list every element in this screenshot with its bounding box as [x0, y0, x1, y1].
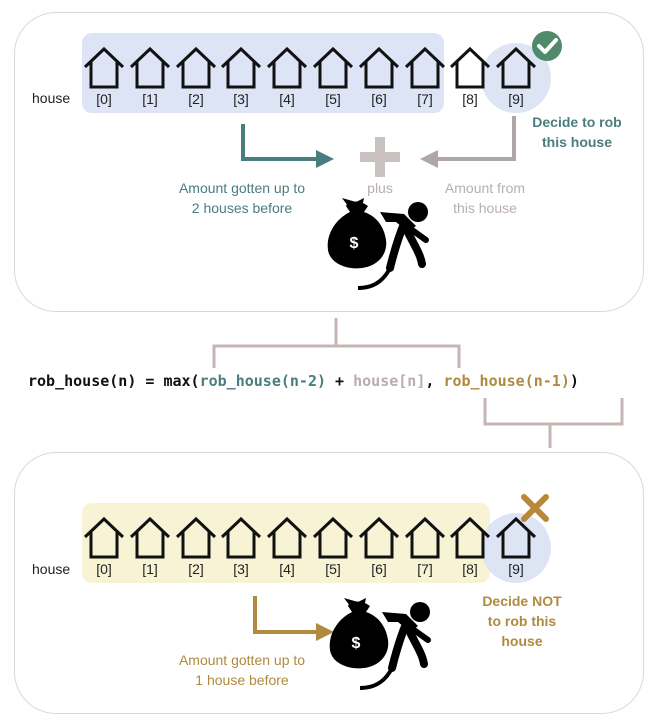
- house-outline-icon: [220, 46, 262, 89]
- house-9-highlight-bottom: [481, 513, 551, 583]
- formula-term-rob-n-1: rob_house(n-1): [443, 372, 570, 390]
- formula-comma: ,: [425, 372, 444, 390]
- row-label: house: [32, 90, 71, 106]
- plus-label: plus: [367, 180, 393, 196]
- houses-0-to-7-highlight: [82, 33, 444, 113]
- house-outline-icon: [404, 46, 446, 89]
- house-index-label: [6]: [371, 561, 387, 577]
- bracket-bottom: [483, 398, 624, 448]
- amount-one-before-caption: Amount gotten up to 1 house before: [178, 652, 306, 688]
- amount-two-before-caption: Amount gotten up to 2 houses before: [178, 180, 306, 216]
- house-index-label: [5]: [325, 91, 341, 107]
- house-index-label: [6]: [371, 91, 387, 107]
- house-index-label: [9]: [508, 91, 524, 107]
- formula-suffix: ): [569, 372, 579, 390]
- house-outline-icon: [220, 516, 262, 559]
- house-index-label: [0]: [96, 91, 112, 107]
- house-index-label: [9]: [508, 561, 524, 577]
- house-outline-icon: [404, 516, 446, 559]
- house-index-label: [7]: [417, 91, 433, 107]
- house-index-label: [8]: [462, 91, 478, 107]
- house-outline-icon: [495, 46, 537, 89]
- house-index-label: [1]: [142, 561, 158, 577]
- formula-prefix: rob_house(n) = max(: [28, 372, 200, 390]
- house-index-label: [2]: [188, 561, 204, 577]
- house-index-label: [8]: [462, 561, 478, 577]
- robber-with-money-bag-icon: $: [327, 198, 429, 290]
- arrow-two-before: [241, 124, 334, 168]
- skip-scenario-panel: [14, 452, 644, 714]
- house-outline-icon: [83, 46, 125, 89]
- money-bag-symbol: $: [352, 635, 361, 652]
- recurrence-formula: rob_house(n) = max(rob_house(n-2) + hous…: [28, 372, 579, 390]
- house-outline-icon: [175, 516, 217, 559]
- plus-icon: [360, 137, 400, 177]
- house-index-label: [2]: [188, 91, 204, 107]
- house-outline-icon: [83, 516, 125, 559]
- robber-with-money-bag-icon: $: [329, 598, 431, 690]
- house-outline-icon: [358, 46, 400, 89]
- formula-term-house-index: [n]: [398, 372, 426, 390]
- house-outline-icon: [266, 46, 308, 89]
- house-index-label: [1]: [142, 91, 158, 107]
- formula-plus: +: [326, 372, 354, 390]
- house-outline-icon: [312, 516, 354, 559]
- arrow-from-this-house: [420, 116, 516, 168]
- house-outline-icon: [495, 516, 537, 559]
- cross-icon: [521, 494, 549, 522]
- house-index-label: [3]: [233, 91, 249, 107]
- house-outline-icon: [175, 46, 217, 89]
- houses-0-to-8-highlight: [82, 503, 490, 583]
- house-index-label: [0]: [96, 561, 112, 577]
- house-outline-icon: [449, 516, 491, 559]
- house-outline-icon: [129, 516, 171, 559]
- house-index-label: [4]: [279, 561, 295, 577]
- money-bag-symbol: $: [350, 235, 359, 252]
- amount-this-house-caption: Amount from this house: [444, 180, 526, 216]
- house-index-label: [4]: [279, 91, 295, 107]
- decision-not-rob-label: Decide NOT to rob this house: [482, 593, 562, 649]
- decision-rob-label: Decide to rob this house: [532, 114, 622, 150]
- house-outline-icon: [266, 516, 308, 559]
- house-outline-icon: [449, 46, 491, 89]
- house-index-label: [3]: [233, 561, 249, 577]
- formula-term-house-word: house: [353, 372, 399, 390]
- arrow-one-before: [253, 596, 334, 641]
- house-outline-icon: [358, 516, 400, 559]
- house-index-label: [5]: [325, 561, 341, 577]
- check-circle-icon: [532, 31, 562, 61]
- formula-term-rob-n-2: rob_house(n-2): [199, 372, 327, 390]
- house-outline-icon: [312, 46, 354, 89]
- house-index-label: [7]: [417, 561, 433, 577]
- bracket-top: [212, 318, 461, 368]
- row-label: house: [32, 561, 71, 577]
- house-outline-icon: [129, 46, 171, 89]
